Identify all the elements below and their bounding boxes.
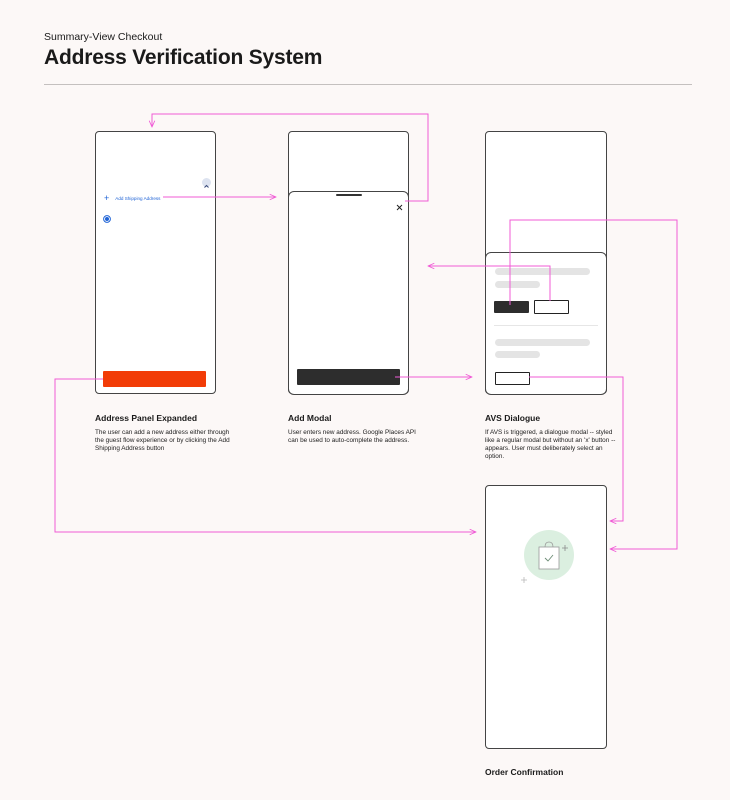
arrow-avs-edit	[529, 376, 624, 521]
radio-selected-icon[interactable]	[103, 210, 111, 223]
avs-dialogue-title: AVS Dialogue	[485, 413, 541, 423]
add-modal-description: User enters new address. Google Places A…	[288, 429, 416, 444]
add-modal-title: Add Modal	[288, 413, 332, 423]
confirmation-illustration	[524, 530, 574, 580]
close-icon[interactable]	[396, 198, 403, 211]
add-address-modal	[288, 191, 409, 395]
add-shipping-address-link[interactable]: + Add Shipping Address	[104, 193, 160, 203]
primary-cta-button[interactable]	[103, 371, 206, 387]
arrow-avs-keep	[428, 266, 551, 301]
skeleton-line	[495, 339, 590, 346]
avs-dialogue-description: If AVS is triggered, a dialogue modal --…	[485, 429, 616, 460]
save-address-button[interactable]	[297, 369, 400, 385]
screen-avs-dialogue	[485, 131, 607, 395]
screen-address-panel: + Add Shipping Address	[95, 131, 216, 394]
arrow-panel-to-confirmation	[54, 378, 476, 532]
shopping-bag-check-icon	[538, 541, 568, 570]
skeleton-line	[495, 281, 540, 288]
address-panel-description: The user can add a new address either th…	[95, 429, 230, 452]
use-suggested-address-button[interactable]	[494, 301, 529, 313]
edit-address-button[interactable]	[495, 372, 530, 385]
dialogue-divider	[494, 325, 598, 326]
keep-entered-address-button[interactable]	[534, 300, 569, 314]
arrow-avs-suggested	[509, 219, 678, 549]
skeleton-line	[495, 268, 590, 275]
arrow-modal-close-back	[152, 113, 429, 202]
avs-dialogue-modal	[485, 252, 607, 395]
sparkle-icon	[520, 571, 528, 583]
screen-add-modal	[288, 131, 409, 395]
plus-icon: +	[104, 192, 110, 203]
skeleton-line	[495, 351, 540, 358]
page-title: Address Verification System	[44, 46, 323, 69]
address-panel-title: Address Panel Expanded	[95, 413, 198, 423]
header-divider	[44, 84, 692, 85]
add-shipping-address-label: Add Shipping Address	[115, 195, 161, 201]
order-confirmation-title: Order Confirmation	[485, 767, 564, 777]
chevron-up-icon[interactable]	[202, 178, 211, 188]
screen-order-confirmation	[485, 485, 607, 749]
eyebrow-label: Summary-View Checkout	[44, 31, 163, 43]
modal-drag-handle[interactable]	[336, 194, 362, 196]
